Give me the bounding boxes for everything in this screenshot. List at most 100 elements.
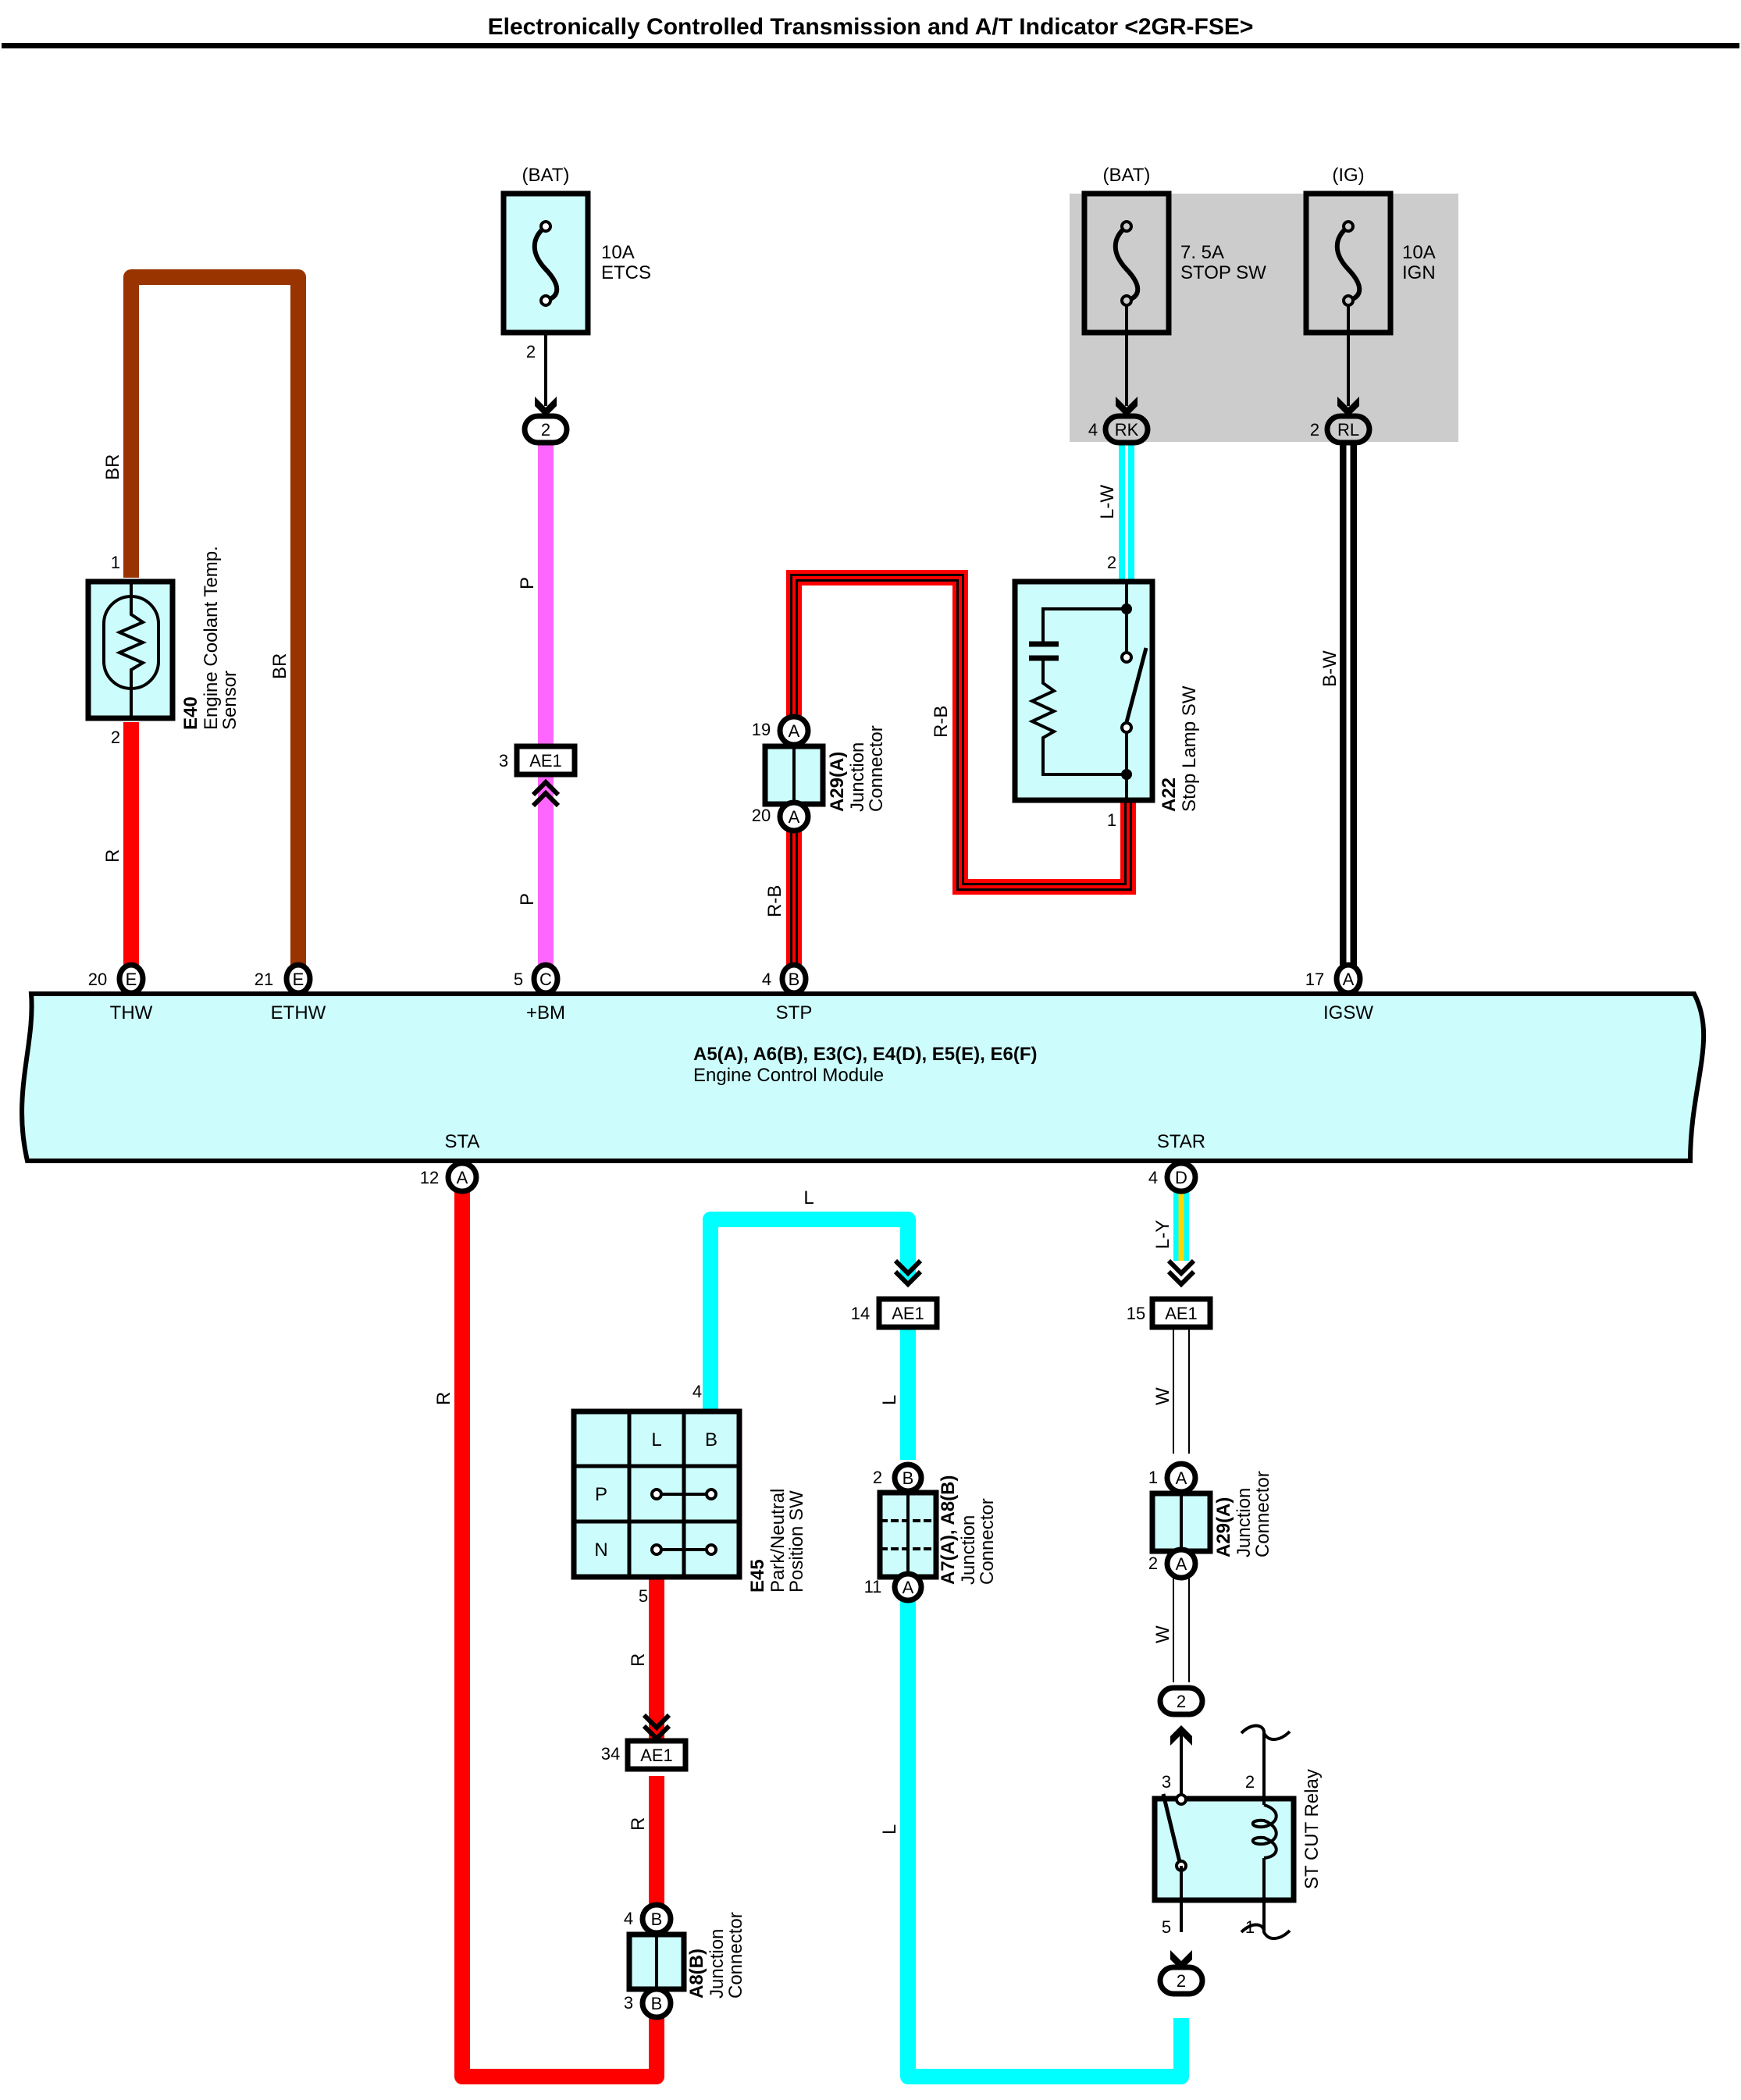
- connector-ae1-3: 3 AE1: [499, 743, 578, 806]
- plug-relay-top: 2: [1157, 1685, 1205, 1717]
- svg-text:2: 2: [1177, 1692, 1186, 1711]
- svg-text:D: D: [1175, 1168, 1187, 1187]
- svg-text:AE1: AE1: [892, 1304, 924, 1323]
- fuse-ign-source: (IG): [1332, 165, 1364, 186]
- ecm-terminal-sta: STA 12 A: [420, 1131, 480, 1194]
- svg-text:Junction: Junction: [847, 742, 868, 812]
- chevron-down-icon: [1169, 1261, 1194, 1284]
- svg-text:14: 14: [851, 1304, 870, 1323]
- svg-text:A22: A22: [1159, 778, 1180, 812]
- wire-w-upper: [1173, 1305, 1190, 1454]
- svg-text:Connector: Connector: [1252, 1471, 1273, 1557]
- wire-label-r-e45: R: [628, 1653, 649, 1667]
- connector-ae1-15: 15 AE1: [1127, 1261, 1213, 1330]
- svg-text:B: B: [789, 970, 800, 989]
- component-e40: 1 2 E40 Engine Coolant Temp. Sensor: [85, 546, 240, 747]
- plug-rl: 2 RL: [1310, 413, 1373, 446]
- switch-contact: [1161, 1793, 1182, 1863]
- fuse-icon: [1113, 224, 1141, 303]
- svg-text:BR: BR: [102, 454, 123, 480]
- svg-text:IGSW: IGSW: [1323, 1002, 1373, 1023]
- component-e45: 4 L B P N 5 E45 Park/Neutral Position SW: [571, 1382, 807, 1606]
- svg-text:A29(A): A29(A): [827, 752, 848, 812]
- svg-text:A8(B): A8(B): [686, 1949, 707, 1999]
- plug-relay-bottom: 2: [1157, 1964, 1205, 1997]
- svg-text:L: L: [879, 1824, 900, 1835]
- svg-text:12: 12: [420, 1168, 439, 1187]
- svg-text:2: 2: [1148, 1554, 1158, 1573]
- svg-text:+BM: +BM: [526, 1002, 565, 1023]
- component-a8b: 4 B 3 B A8(B) Junction Connector: [624, 1902, 746, 2020]
- svg-text:3: 3: [1162, 1772, 1171, 1792]
- svg-text:2: 2: [1245, 1772, 1255, 1792]
- svg-text:20: 20: [752, 806, 771, 825]
- svg-text:Park/Neutral: Park/Neutral: [767, 1489, 789, 1593]
- svg-text:1: 1: [111, 553, 120, 572]
- svg-text:5: 5: [514, 970, 523, 989]
- fuse-icon: [532, 224, 560, 303]
- svg-text:W: W: [1152, 1387, 1173, 1405]
- svg-text:L: L: [879, 1395, 900, 1405]
- svg-text:2: 2: [541, 420, 550, 440]
- svg-text:P: P: [517, 577, 538, 589]
- component-ecm: A5(A), A6(B), E3(C), E4(D), E5(E), E6(F)…: [20, 991, 1707, 1163]
- wire-l-top: [703, 1212, 916, 1411]
- component-a7-a8: 2 B 11 A A7(A), A8(B) Junction Connector: [864, 1461, 998, 1603]
- svg-text:2: 2: [1107, 553, 1116, 572]
- wire-rb: [786, 570, 1136, 972]
- fuse-stop-sw: (BAT) 7. 5A STOP SW: [1081, 165, 1266, 336]
- svg-text:Sensor: Sensor: [219, 671, 240, 730]
- wire-label-r-ae1: R: [628, 1817, 649, 1831]
- svg-text:E: E: [293, 970, 304, 989]
- fuse-stop-name: STOP SW: [1180, 262, 1266, 283]
- svg-text:R-B: R-B: [931, 706, 952, 738]
- svg-text:AE1: AE1: [529, 751, 562, 771]
- svg-text:B: B: [705, 1429, 717, 1450]
- wire-label-lw: L-W: [1097, 485, 1118, 519]
- svg-text:W: W: [1152, 1625, 1173, 1643]
- svg-text:A: A: [789, 721, 800, 741]
- wire-w-lower: [1173, 1577, 1190, 1682]
- wire-label-ly: L-Y: [1152, 1220, 1173, 1249]
- svg-text:Connector: Connector: [725, 1912, 746, 1999]
- wire-label-rb-loop: R-B: [931, 706, 952, 738]
- svg-text:B: B: [903, 1468, 914, 1488]
- svg-text:5: 5: [1162, 1917, 1171, 1937]
- wire-label-l-top: L: [803, 1187, 814, 1208]
- ecm-terminal-ethw: 21 E ETHW: [255, 962, 326, 1023]
- fuse-ign-rating: 10A: [1402, 242, 1436, 263]
- svg-text:R: R: [433, 1392, 454, 1405]
- wire-label-bw: B-W: [1319, 650, 1340, 687]
- wire-label-w-lower: W: [1152, 1625, 1173, 1643]
- svg-text:L-Y: L-Y: [1152, 1220, 1173, 1249]
- svg-text:2: 2: [873, 1468, 882, 1487]
- component-a29-upper: 19 A 20 A A29(A) Junction Connector: [752, 714, 887, 834]
- svg-text:1: 1: [1148, 1468, 1158, 1487]
- wire-label-l-mid: L: [879, 1395, 900, 1405]
- svg-text:AE1: AE1: [640, 1746, 673, 1765]
- plug-etcs: 2: [522, 413, 570, 446]
- svg-text:4: 4: [692, 1382, 702, 1401]
- ecm-terminal-stp: 4 B STP: [762, 962, 812, 1023]
- plug-rk: 4 RK: [1088, 413, 1151, 446]
- svg-text:Position SW: Position SW: [786, 1490, 807, 1593]
- svg-text:A: A: [1343, 970, 1355, 989]
- svg-text:ST CUT Relay: ST CUT Relay: [1301, 1769, 1323, 1889]
- break-mark-top: [1240, 1724, 1291, 1741]
- svg-text:Junction: Junction: [707, 1929, 728, 1999]
- svg-text:STA: STA: [445, 1131, 480, 1152]
- svg-text:2: 2: [1177, 1971, 1186, 1991]
- svg-text:11: 11: [864, 1577, 882, 1596]
- wire-label-br-left: BR: [102, 454, 123, 480]
- svg-text:THW: THW: [110, 1002, 153, 1023]
- fuse-etcs-source: (BAT): [522, 165, 570, 186]
- wire-label-w-upper: W: [1152, 1387, 1173, 1405]
- wire-label-r-sta: R: [433, 1392, 454, 1405]
- svg-text:L: L: [651, 1429, 661, 1450]
- svg-text:1: 1: [1107, 810, 1116, 830]
- coil-icon: [1251, 1803, 1278, 1860]
- svg-text:C: C: [539, 970, 552, 989]
- svg-text:E: E: [126, 970, 137, 989]
- svg-text:R: R: [628, 1817, 649, 1831]
